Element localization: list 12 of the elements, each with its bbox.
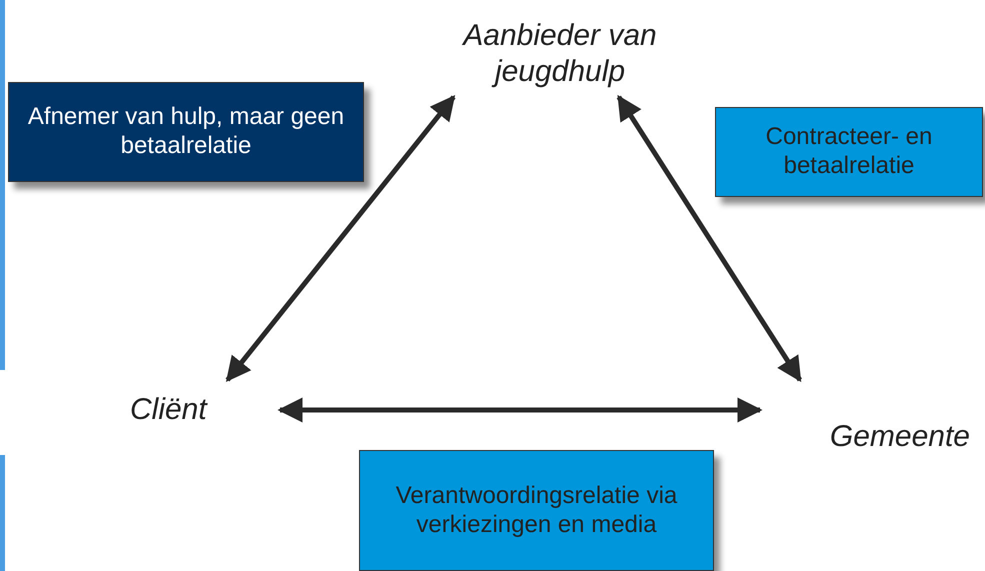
box-text: Verantwoordingsrelatie via verkiezingen en media [394, 482, 678, 540]
label-box [8, 82, 364, 182]
box-text: Contracteer- en betaalrelatie [764, 123, 934, 181]
double-arrow [616, 94, 802, 382]
double-arrow [226, 95, 456, 382]
double-arrow [278, 398, 762, 422]
label-box [359, 450, 714, 571]
node-label: Cliënt [130, 392, 207, 428]
label-box [715, 107, 983, 197]
box-text: Afnemer van hulp, maar geen betaalrelatie [26, 103, 346, 161]
node-label: Gemeente [830, 419, 970, 455]
node-label: Aanbieder van jeugdhulp [460, 18, 658, 90]
